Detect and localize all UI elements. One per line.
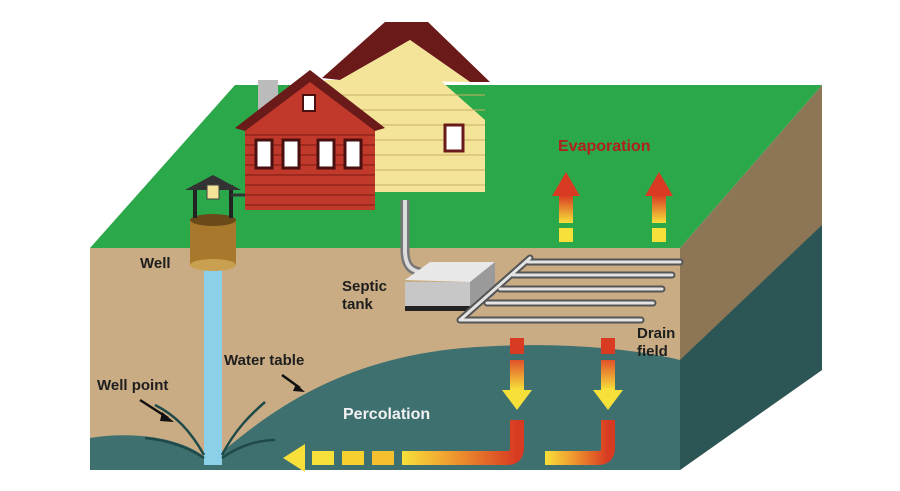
percolation-arrow: [283, 338, 532, 472]
well-point-label: Well point: [97, 377, 169, 394]
septic-tank-label-line1: Septic: [342, 278, 388, 295]
drain-field-label-line2: field: [637, 343, 668, 360]
drain-field-label-line1: Drain: [637, 325, 676, 342]
groundwater-side-face: [680, 225, 822, 470]
percolation-arrow: [545, 338, 623, 465]
septic-tank: [405, 262, 495, 312]
red-house: [235, 70, 385, 210]
septic-tank-label-line2: tank: [342, 296, 373, 313]
evaporation-arrow: [645, 172, 673, 242]
well-point-screens: [144, 401, 276, 460]
well: [185, 175, 250, 271]
groundwater-front-face: [90, 345, 680, 470]
percolation-label: Percolation: [343, 406, 431, 423]
well-label: Well: [140, 255, 171, 272]
evaporation-arrow: [552, 172, 580, 242]
well-shaft: [204, 265, 222, 465]
water-table-label: Water table: [224, 352, 305, 369]
drain-field-pipes: [456, 254, 684, 324]
evaporation-label: Evaporation: [558, 138, 651, 155]
